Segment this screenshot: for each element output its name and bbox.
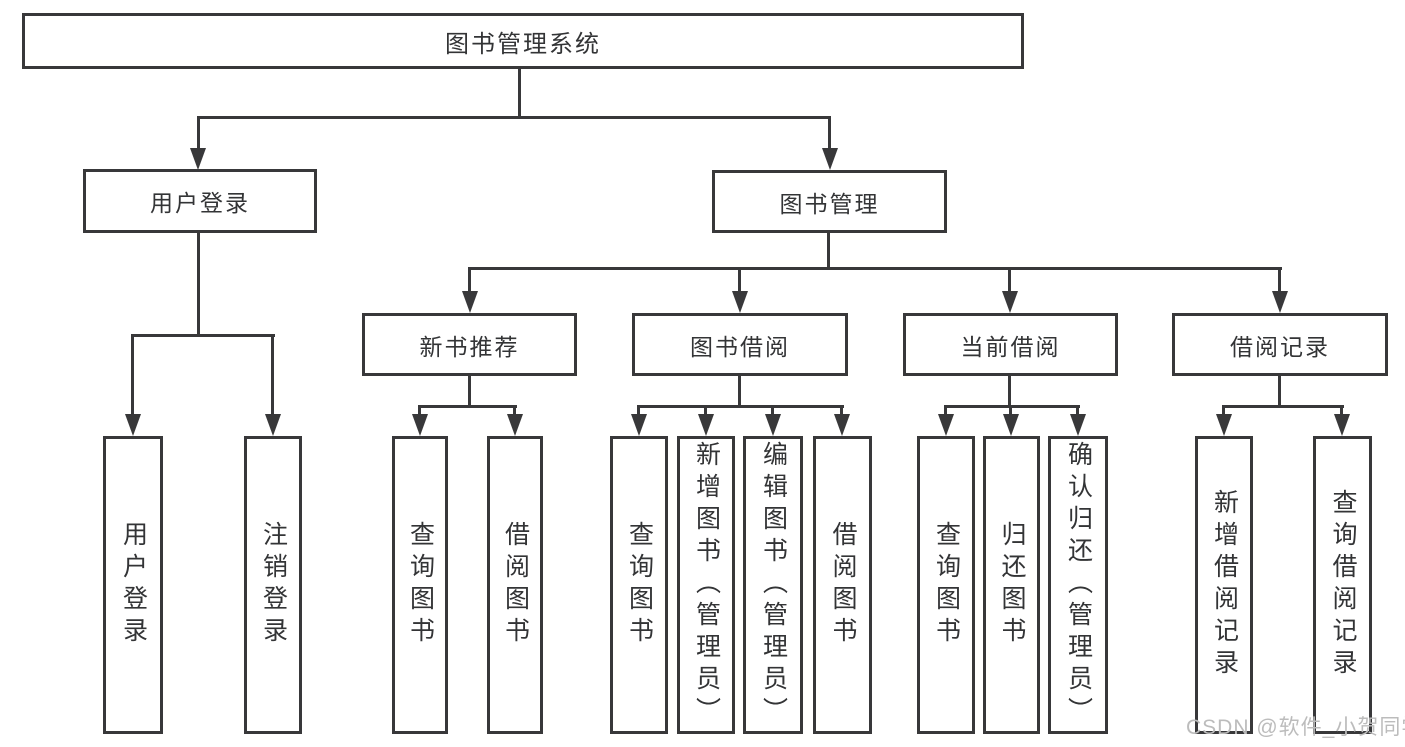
- arrow-down-icon: [412, 414, 428, 436]
- connector-line: [418, 405, 517, 408]
- arrow-down-icon: [190, 148, 206, 170]
- arrow-down-icon: [631, 414, 647, 436]
- connector-line: [1278, 267, 1281, 293]
- leaf-query-book-current: 查询图书: [917, 436, 975, 734]
- arrow-down-icon: [1002, 291, 1018, 313]
- arrow-down-icon: [1334, 414, 1350, 436]
- connector-line: [1340, 405, 1343, 416]
- connector-line: [418, 405, 421, 416]
- connector-line: [1222, 405, 1344, 408]
- connector-line: [637, 405, 844, 408]
- connector-line: [738, 375, 741, 408]
- node-current-borrowing: 当前借阅: [903, 313, 1118, 376]
- arrow-down-icon: [732, 291, 748, 313]
- connector-line: [944, 405, 947, 416]
- connector-line: [197, 116, 831, 119]
- connector-line: [131, 334, 275, 337]
- leaf-confirm-return-admin: 确认归还（管理员）: [1048, 436, 1108, 734]
- arrow-down-icon: [462, 291, 478, 313]
- arrow-down-icon: [822, 148, 838, 170]
- node-new-book-recommendation: 新书推荐: [362, 313, 577, 376]
- arrow-down-icon: [765, 414, 781, 436]
- leaf-query-book-borrowing: 查询图书: [610, 436, 668, 734]
- node-user-login: 用户登录: [83, 169, 317, 233]
- connector-line: [271, 334, 274, 416]
- connector-line: [468, 267, 471, 293]
- arrow-down-icon: [834, 414, 850, 436]
- arrow-down-icon: [1216, 414, 1232, 436]
- leaf-add-book-admin: 新增图书（管理员）: [677, 436, 735, 734]
- arrow-down-icon: [1070, 414, 1086, 436]
- connector-line: [704, 405, 707, 416]
- leaf-add-borrow-record: 新增借阅记录: [1195, 436, 1253, 734]
- connector-line: [827, 232, 830, 270]
- connector-line: [771, 405, 774, 416]
- node-book-borrowing: 图书借阅: [632, 313, 848, 376]
- leaf-query-borrow-record: 查询借阅记录: [1313, 436, 1372, 734]
- connector-line: [1009, 405, 1012, 416]
- connector-line: [518, 68, 521, 119]
- connector-line: [1278, 375, 1281, 408]
- connector-line: [131, 334, 134, 416]
- node-book-management: 图书管理: [712, 170, 947, 233]
- connector-line: [197, 232, 200, 337]
- arrow-down-icon: [265, 414, 281, 436]
- arrow-down-icon: [1272, 291, 1288, 313]
- csdn-watermark: CSDN @软件_小贺同学: [1186, 716, 1405, 739]
- connector-line: [637, 405, 640, 416]
- connector-line: [513, 405, 516, 416]
- node-borrowing-records: 借阅记录: [1172, 313, 1388, 376]
- connector-line: [1008, 267, 1011, 293]
- node-library-management-system: 图书管理系统: [22, 13, 1024, 69]
- leaf-return-book: 归还图书: [983, 436, 1040, 734]
- arrow-down-icon: [125, 414, 141, 436]
- arrow-down-icon: [698, 414, 714, 436]
- leaf-edit-book-admin: 编辑图书（管理员）: [743, 436, 803, 734]
- leaf-query-book-recommend: 查询图书: [392, 436, 448, 734]
- leaf-borrow-book-recommend: 借阅图书: [487, 436, 543, 734]
- connector-line: [197, 116, 200, 150]
- arrow-down-icon: [507, 414, 523, 436]
- connector-line: [1222, 405, 1225, 416]
- arrow-down-icon: [938, 414, 954, 436]
- leaf-user-login: 用户登录: [103, 436, 163, 734]
- connector-line: [828, 116, 831, 150]
- connector-line: [468, 375, 471, 408]
- connector-line: [840, 405, 843, 416]
- arrow-down-icon: [1003, 414, 1019, 436]
- connector-line: [468, 267, 1282, 270]
- connector-line: [1076, 405, 1079, 416]
- connector-line: [738, 267, 741, 293]
- leaf-borrow-book: 借阅图书: [813, 436, 872, 734]
- connector-line: [944, 405, 1080, 408]
- connector-line: [1008, 375, 1011, 408]
- leaf-logout: 注销登录: [244, 436, 302, 734]
